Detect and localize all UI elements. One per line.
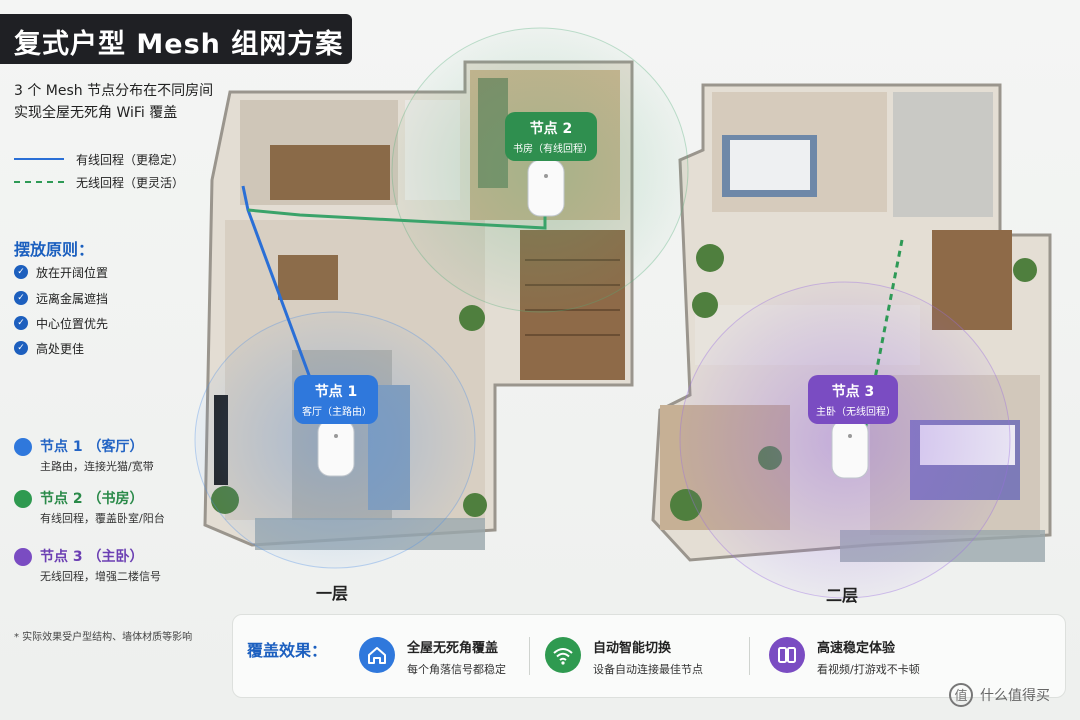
check-icon: ✓: [14, 265, 28, 279]
node-badge-2: 节点 2 书房（有线回程）: [505, 112, 597, 161]
floor-label-first: 一层: [316, 584, 349, 603]
device-icon: [769, 637, 805, 673]
node-dot-icon: [14, 490, 32, 508]
router-node-2: [527, 159, 565, 217]
node-info-3: 节点 3 （主卧） 无线回程，增强二楼信号: [14, 546, 214, 586]
feature-auto-switch: 自动智能切换 设备自动连接最佳节点: [545, 631, 765, 685]
legend-wireless: 无线回程（更灵活）: [76, 176, 185, 190]
feature-high-speed: 高速稳定体验 看视频/打游戏不卡顿: [769, 631, 989, 685]
home-icon: [359, 637, 395, 673]
page-title: 复式户型 Mesh 组网方案: [14, 29, 344, 60]
feature-full-coverage: 全屋无死角覆盖 每个角落信号都稳定: [359, 631, 579, 685]
check-icon: ✓: [14, 316, 28, 330]
footnote: * 实际效果受户型结构、墙体材质等影响: [14, 632, 193, 643]
wired-backhaul-line-2: [247, 208, 547, 230]
wireless-line-icon: [14, 181, 64, 183]
watermark: 值 什么值得买: [948, 682, 1068, 708]
check-icon: ✓: [14, 291, 28, 305]
router-node-3: [831, 419, 869, 479]
coverage-panel: 覆盖效果： 全屋无死角覆盖 每个角落信号都稳定 自动智能切换 设备自动连接最佳节…: [232, 614, 1066, 698]
subtitle-line-1: 3 个 Mesh 节点分布在不同房间: [14, 83, 214, 99]
placement-title: 摆放原则：: [14, 240, 95, 259]
node-info-1: 节点 1 （客厅） 主路由，连接光猫/宽带: [14, 436, 214, 476]
check-icon: ✓: [14, 341, 28, 355]
wired-line-icon: [14, 158, 64, 160]
watermark-logo-icon: 值: [949, 683, 973, 707]
coverage-title: 覆盖效果：: [247, 641, 328, 660]
title-bar: 复式户型 Mesh 组网方案: [0, 14, 352, 64]
divider: [749, 637, 750, 675]
wifi-icon: [545, 637, 581, 673]
svg-text:值: 值: [954, 688, 967, 704]
router-node-1: [317, 419, 355, 477]
legend-wired: 有线回程（更稳定）: [76, 153, 185, 167]
floor-label-second: 二层: [826, 586, 859, 605]
subtitle-line-2: 实现全屋无死角 WiFi 覆盖: [14, 105, 178, 121]
divider: [529, 637, 530, 675]
legend: 有线回程（更稳定） 无线回程（更灵活）: [14, 150, 204, 194]
node-info-2: 节点 2 （书房） 有线回程，覆盖卧室/阳台: [14, 488, 214, 528]
node-dot-icon: [14, 438, 32, 456]
node-badge-1: 节点 1 客厅（主路由）: [294, 375, 378, 424]
node-badge-3: 节点 3 主卧（无线回程）: [808, 375, 898, 424]
node-dot-icon: [14, 548, 32, 566]
